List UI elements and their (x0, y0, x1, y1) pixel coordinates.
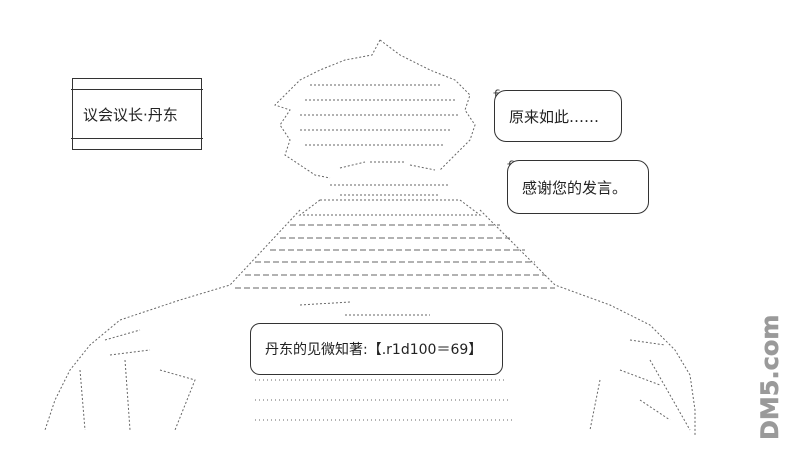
coat-right (479, 209, 696, 435)
belt (299, 301, 430, 316)
speech-bubble-2: 感谢您的发言。 (507, 160, 649, 214)
name-card: 议会议长·丹东 (71, 78, 203, 150)
face-brow (339, 161, 436, 171)
coat-lines (235, 224, 555, 289)
hair-outline (274, 39, 381, 179)
coat-left (44, 209, 301, 431)
name-card-text: 议会议长·丹东 (83, 105, 178, 124)
dice-roll-text: 丹东的见微知著:【.r1d100＝69】 (265, 342, 483, 358)
dice-roll-box: 丹东的见微知著:【.r1d100＝69】 (250, 323, 503, 375)
collar (298, 199, 482, 216)
speech-text-2: 感谢您的发言。 (522, 178, 628, 197)
speech-bubble-1: 原来如此…… (494, 90, 622, 142)
hair-right (379, 39, 476, 171)
table-lines (255, 379, 515, 421)
arm-right (589, 339, 691, 431)
speech-text-1: 原来如此…… (509, 107, 600, 126)
hair-strands (300, 84, 460, 146)
watermark: DM5.com (756, 315, 784, 440)
face-eyes (330, 184, 450, 196)
arm-left (79, 329, 196, 431)
